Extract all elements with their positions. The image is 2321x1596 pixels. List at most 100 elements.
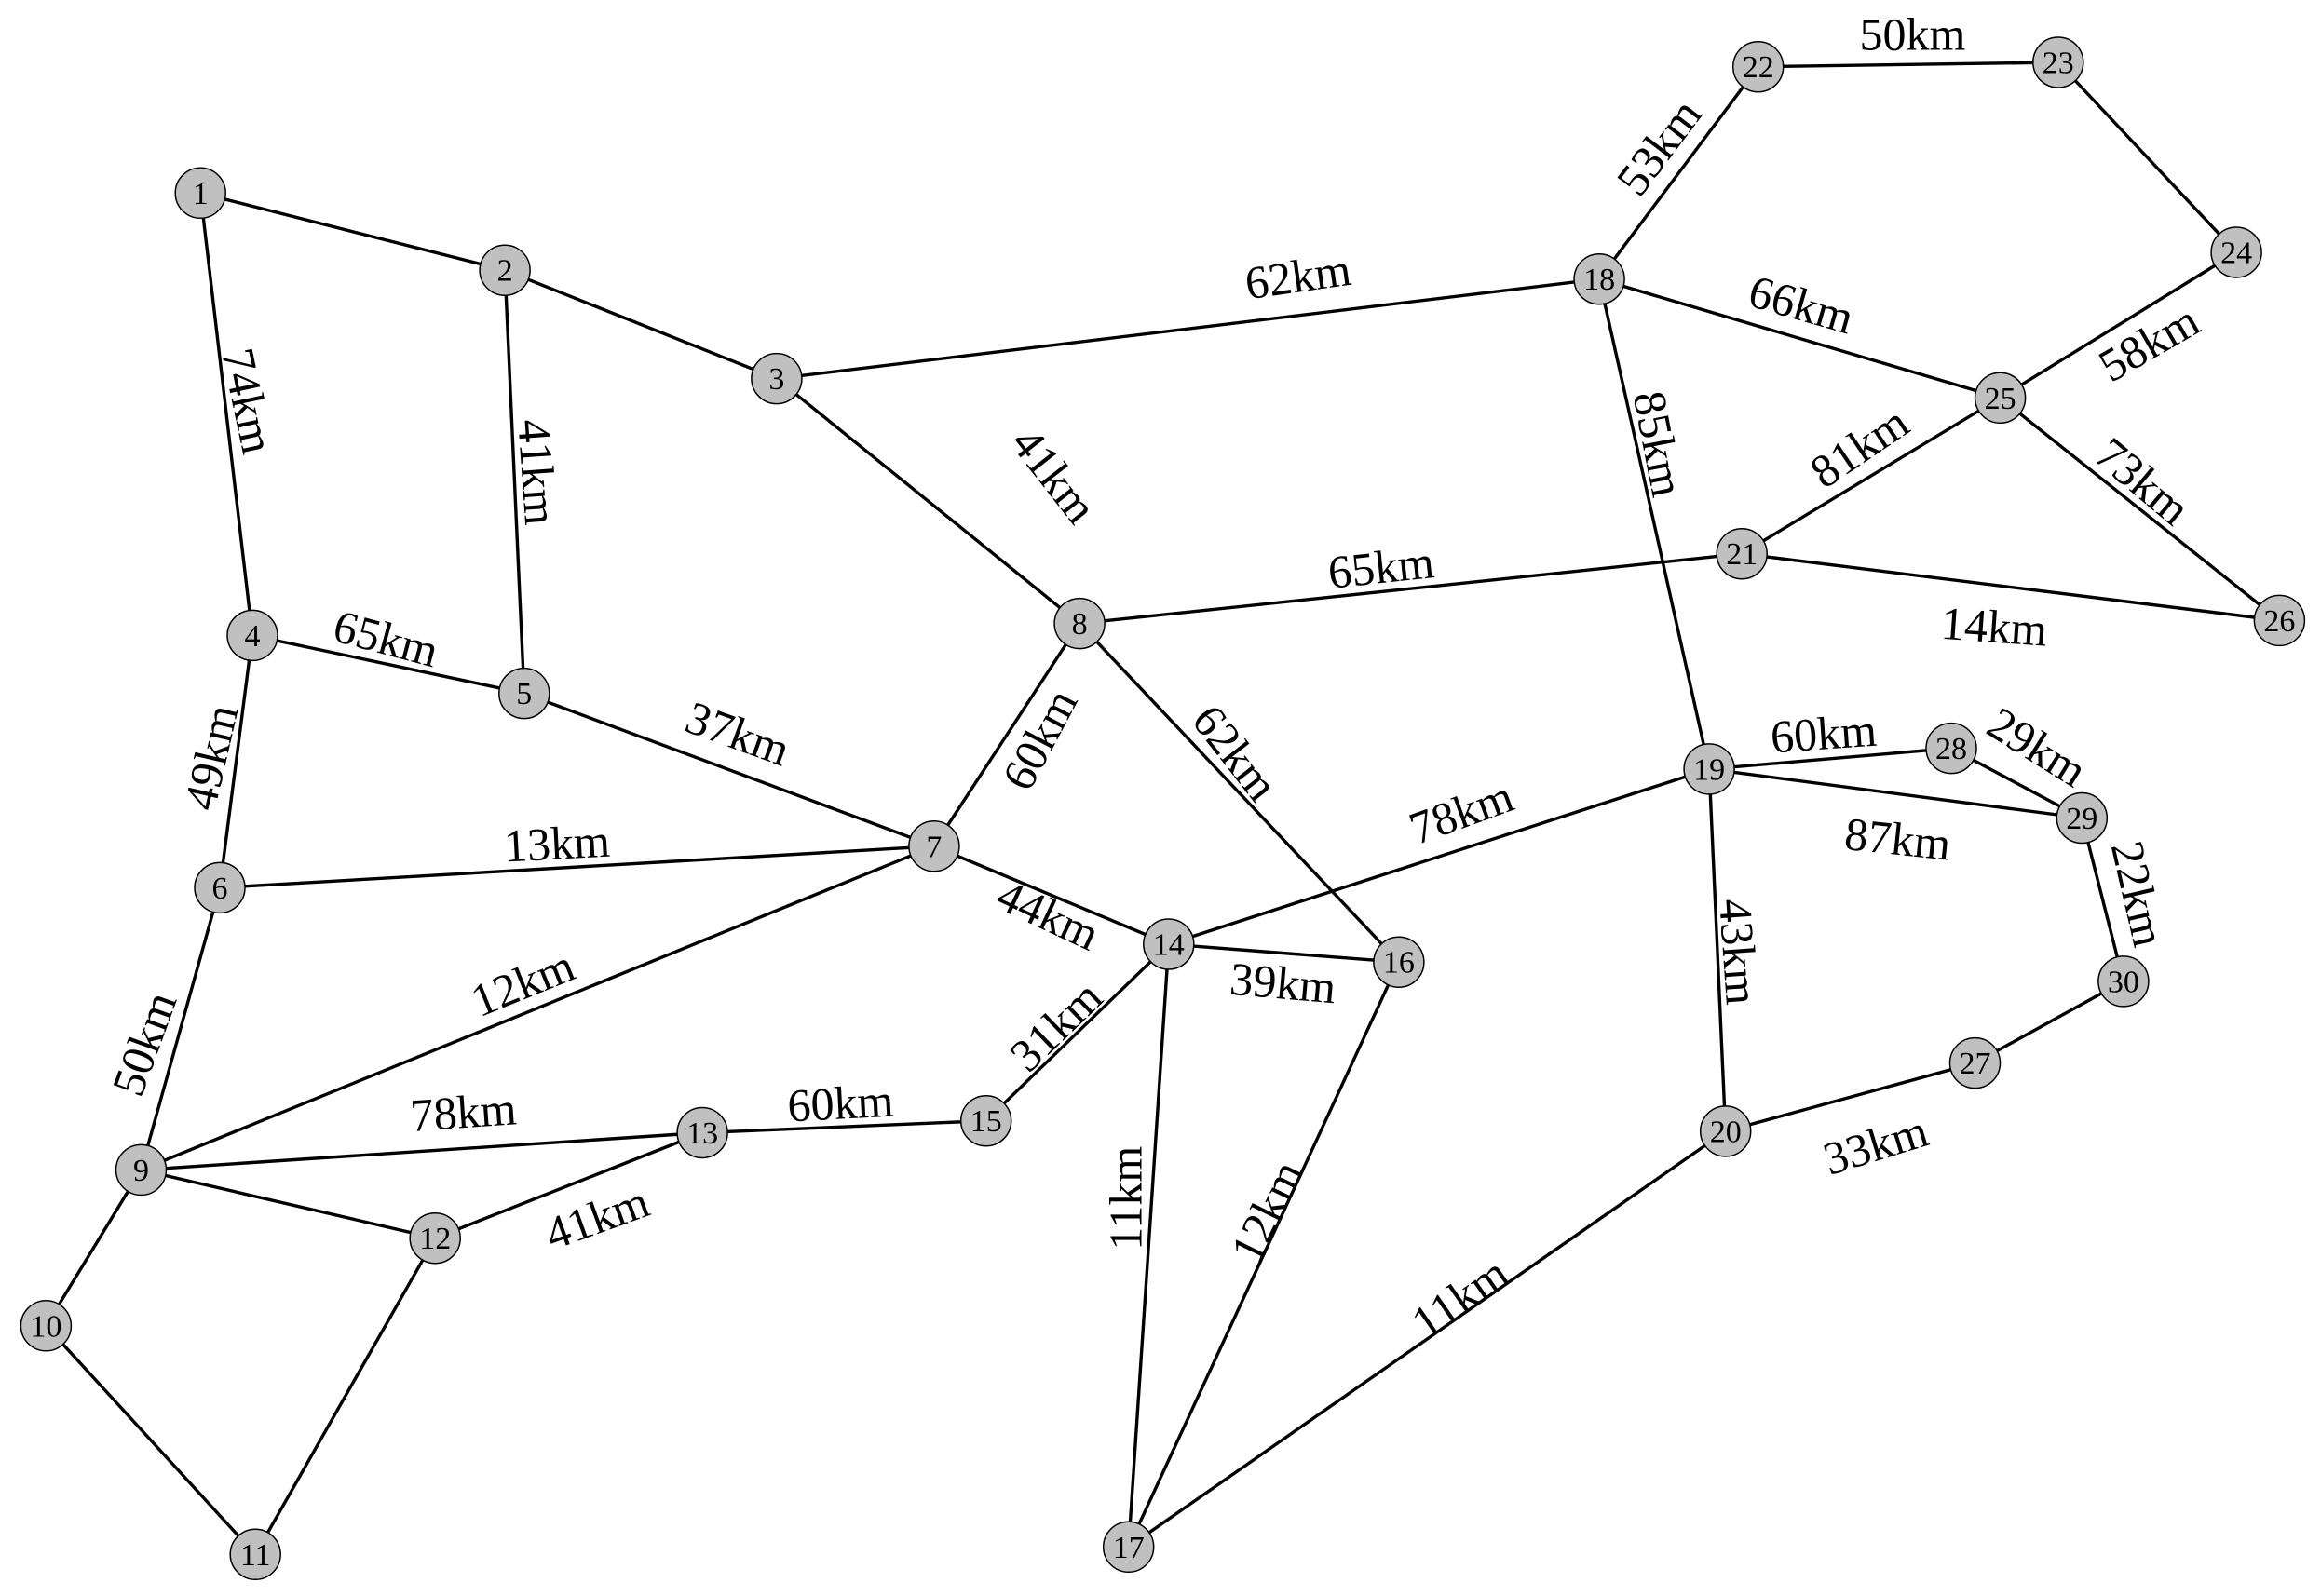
node-21: 21 — [1716, 527, 1768, 580]
edge-14-19 — [1168, 767, 1710, 946]
node-label-16: 16 — [1383, 946, 1415, 981]
edge-label-6-7: 13km — [503, 815, 612, 872]
node-label-30: 30 — [2108, 965, 2139, 999]
edge-20-27 — [1725, 1061, 1975, 1133]
edges-layer — [44, 61, 2281, 1556]
edge-label-6-9: 50km — [102, 985, 187, 1102]
node-circle-18 — [1573, 252, 1625, 305]
edge-label-14-19: 78km — [1403, 769, 1520, 855]
edge-label-8-16: 62km — [1182, 695, 1288, 810]
edge-27-30 — [1974, 980, 2124, 1065]
node-label-9: 9 — [133, 1154, 149, 1188]
node-circle-7 — [908, 820, 960, 872]
edge-label-3-18: 62km — [1242, 243, 1354, 309]
node-circle-4 — [226, 609, 278, 662]
node-2: 2 — [479, 244, 531, 296]
node-circle-29 — [2056, 791, 2109, 845]
edge-label-2-5: 41km — [508, 417, 567, 527]
node-circle-10 — [20, 1300, 73, 1352]
edge-18-25 — [1598, 277, 2002, 399]
edge-4-6 — [218, 635, 254, 888]
node-circle-3 — [751, 352, 803, 405]
node-circle-30 — [2097, 955, 2150, 1008]
node-25: 25 — [1974, 372, 2027, 425]
edge-label-19-28: 60km — [1769, 704, 1879, 764]
node-label-3: 3 — [768, 362, 784, 397]
node-label-20: 20 — [1710, 1115, 1742, 1149]
edge-9-13 — [141, 1130, 703, 1172]
node-label-18: 18 — [1583, 263, 1615, 297]
node-18: 18 — [1573, 252, 1625, 305]
node-circle-8 — [1053, 597, 1106, 650]
node-circle-24 — [2210, 226, 2262, 278]
node-1: 1 — [174, 167, 226, 220]
node-label-14: 14 — [1153, 928, 1185, 963]
node-circle-5 — [498, 667, 550, 720]
node-circle-2 — [479, 244, 531, 296]
node-24: 24 — [2210, 226, 2262, 278]
node-8: 8 — [1053, 597, 1106, 650]
edge-label-7-14: 44km — [989, 869, 1107, 961]
edge-23-24 — [2056, 61, 2238, 254]
node-label-15: 15 — [970, 1104, 1002, 1139]
node-label-26: 26 — [2263, 604, 2295, 639]
node-label-7: 7 — [926, 830, 942, 864]
edge-14-15 — [984, 942, 1170, 1122]
node-circle-17 — [1102, 1521, 1155, 1574]
edge-18-19 — [1597, 278, 1711, 770]
node-label-12: 12 — [419, 1222, 451, 1256]
edge-7-14 — [933, 845, 1170, 946]
node-circle-16 — [1373, 936, 1425, 988]
edge-5-7 — [523, 692, 935, 848]
edge-label-28-29: 29km — [1978, 697, 2096, 797]
edge-label-7-8: 60km — [992, 680, 1088, 798]
node-label-13: 13 — [686, 1116, 718, 1151]
edge-9-10 — [44, 1169, 143, 1327]
edge-25-26 — [1999, 396, 2281, 622]
edge-19-20 — [1707, 768, 1728, 1131]
edge-label-19-29: 87km — [1842, 807, 1953, 871]
edge-22-23 — [1758, 61, 2058, 69]
node-label-27: 27 — [1960, 1047, 1991, 1081]
edge-2-3 — [504, 268, 778, 381]
edge-label-9-13: 78km — [409, 1082, 519, 1142]
node-label-8: 8 — [1072, 607, 1088, 642]
edge-1-2 — [199, 191, 506, 272]
edge-6-9 — [139, 886, 222, 1170]
node-9: 9 — [115, 1143, 168, 1197]
edge-11-12 — [253, 1237, 437, 1556]
node-4: 4 — [226, 609, 278, 662]
node-label-11: 11 — [240, 1538, 271, 1573]
node-16: 16 — [1373, 936, 1425, 988]
node-26: 26 — [2253, 594, 2306, 647]
edge-9-12 — [141, 1168, 436, 1240]
node-13: 13 — [676, 1106, 728, 1159]
node-circle-11 — [229, 1528, 281, 1581]
node-19: 19 — [1683, 743, 1735, 795]
node-circle-14 — [1143, 918, 1195, 970]
edge-10-11 — [45, 1324, 257, 1556]
edge-18-22 — [1597, 65, 1760, 280]
edge-3-18 — [776, 277, 1600, 381]
node-circle-23 — [2032, 36, 2084, 88]
node-circle-12 — [409, 1211, 461, 1265]
node-circle-20 — [1699, 1105, 1752, 1157]
edge-14-17 — [1127, 943, 1171, 1548]
edge-label-3-8: 41km — [1001, 417, 1107, 533]
node-label-4: 4 — [245, 619, 261, 654]
edge-12-13 — [434, 1130, 703, 1240]
edge-label-20-27: 33km — [1817, 1104, 1934, 1185]
edge-14-16 — [1168, 942, 1400, 964]
node-circle-1 — [174, 167, 226, 220]
edge-label-18-25: 66km — [1744, 264, 1860, 344]
edge-label-5-7: 37km — [679, 691, 796, 777]
node-30: 30 — [2097, 955, 2150, 1008]
edge-label-1-4: 74km — [211, 344, 284, 458]
node-circle-22 — [1731, 40, 1785, 93]
edge-8-16 — [1078, 622, 1401, 964]
node-5: 5 — [498, 667, 550, 720]
edge-label-25-26: 73km — [2085, 427, 2200, 535]
edge-label-18-22: 53km — [1606, 88, 1711, 205]
